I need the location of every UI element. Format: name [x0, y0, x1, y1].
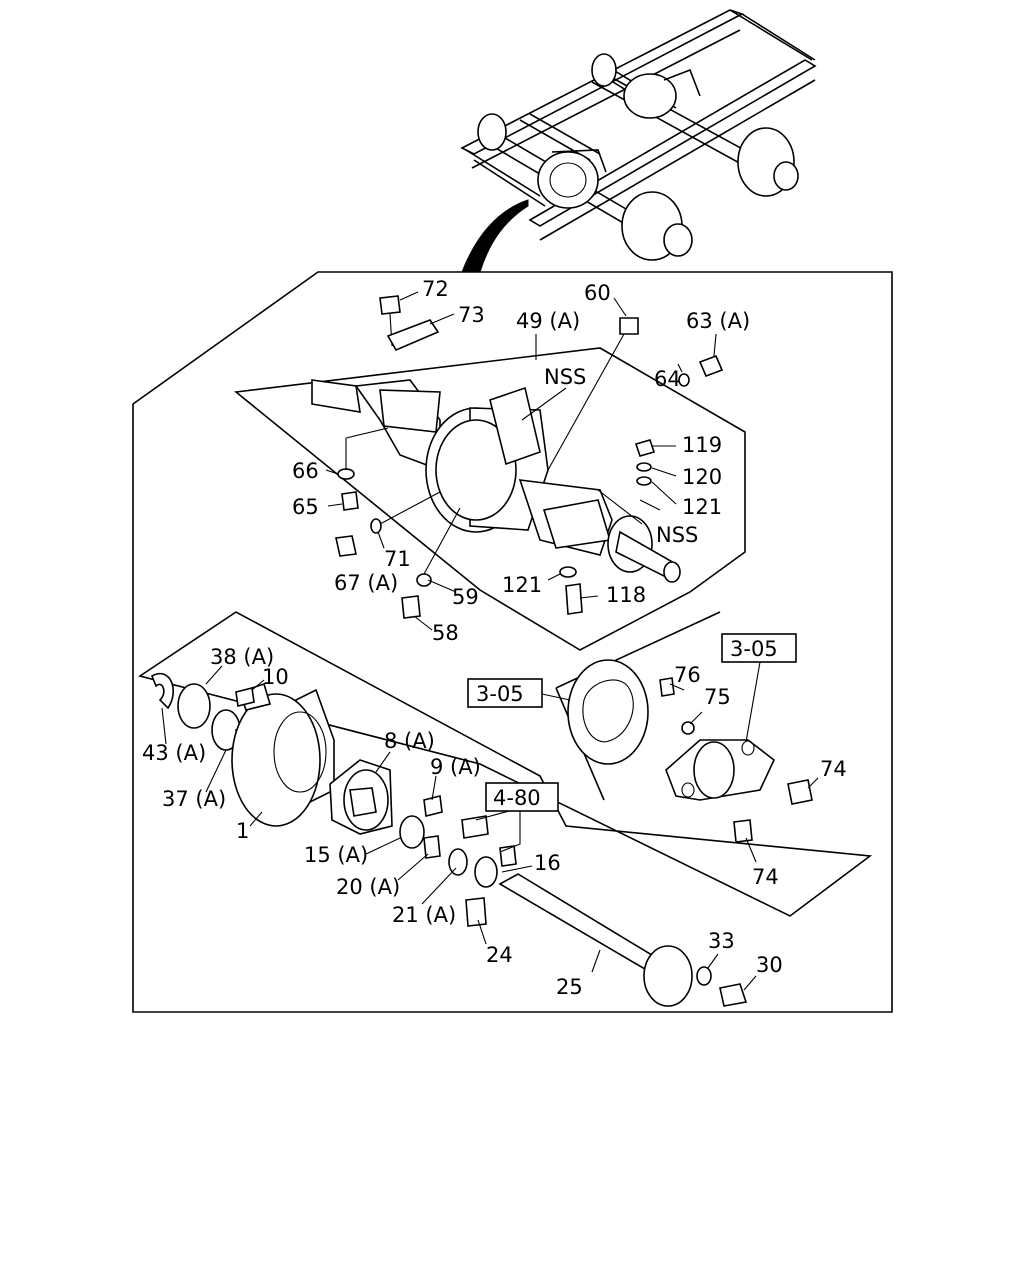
ref-4-80: 4-80 [493, 786, 541, 810]
label-119: 119 [682, 433, 722, 457]
label-8a: 8 (A) [384, 729, 435, 753]
ref-box-3-05-right [721, 633, 797, 663]
label-38a: 38 (A) [210, 645, 274, 669]
label-33: 33 [708, 929, 735, 953]
label-58: 58 [432, 621, 459, 645]
axle-shaft [498, 873, 748, 1007]
label-nss-bottom: NSS [656, 523, 698, 547]
label-72: 72 [422, 277, 449, 301]
label-71: 71 [384, 547, 411, 571]
hardware [235, 295, 813, 843]
label-49a: 49 (A) [516, 309, 580, 333]
label-64: 64 [654, 367, 681, 391]
label-16: 16 [534, 851, 561, 875]
label-73: 73 [458, 303, 485, 327]
label-15a: 15 (A) [304, 843, 368, 867]
ref-box-3-05-left [467, 678, 543, 708]
label-24: 24 [486, 943, 513, 967]
label-59: 59 [452, 585, 479, 609]
label-76: 76 [674, 663, 701, 687]
label-63a: 63 (A) [686, 309, 750, 333]
label-1: 1 [236, 819, 249, 843]
label-66: 66 [292, 459, 319, 483]
label-120: 120 [682, 465, 722, 489]
label-75: 75 [704, 685, 731, 709]
axle-housing-group [234, 347, 746, 651]
label-nss-top: NSS [544, 365, 586, 389]
ref-3-05-right: 3-05 [730, 637, 778, 661]
label-43a: 43 (A) [142, 741, 206, 765]
leader-lines [161, 291, 819, 991]
label-121-right: 121 [682, 495, 722, 519]
label-9a: 9 (A) [430, 755, 481, 779]
ref-3-05-left: 3-05 [476, 682, 524, 706]
label-37a: 37 (A) [162, 787, 226, 811]
label-20a: 20 (A) [336, 875, 400, 899]
label-21a: 21 (A) [392, 903, 456, 927]
label-67a: 67 (A) [334, 571, 398, 595]
ref-box-4-80 [485, 782, 559, 812]
label-118: 118 [606, 583, 646, 607]
label-25: 25 [556, 975, 583, 999]
detail-frame [132, 271, 893, 1013]
label-65: 65 [292, 495, 319, 519]
label-74-right: 74 [820, 757, 847, 781]
label-121-left: 121 [502, 573, 542, 597]
label-74-bottom: 74 [752, 865, 779, 889]
pointer-arrow [461, 199, 529, 273]
brake-plate-group [555, 611, 775, 801]
label-30: 30 [756, 953, 783, 977]
label-60: 60 [584, 281, 611, 305]
vehicle-frame-overview [460, 9, 817, 261]
label-10: 10 [262, 665, 289, 689]
part-labels: 72 73 49 (A) 60 63 (A) 64 NSS 119 120 12… [142, 277, 847, 999]
